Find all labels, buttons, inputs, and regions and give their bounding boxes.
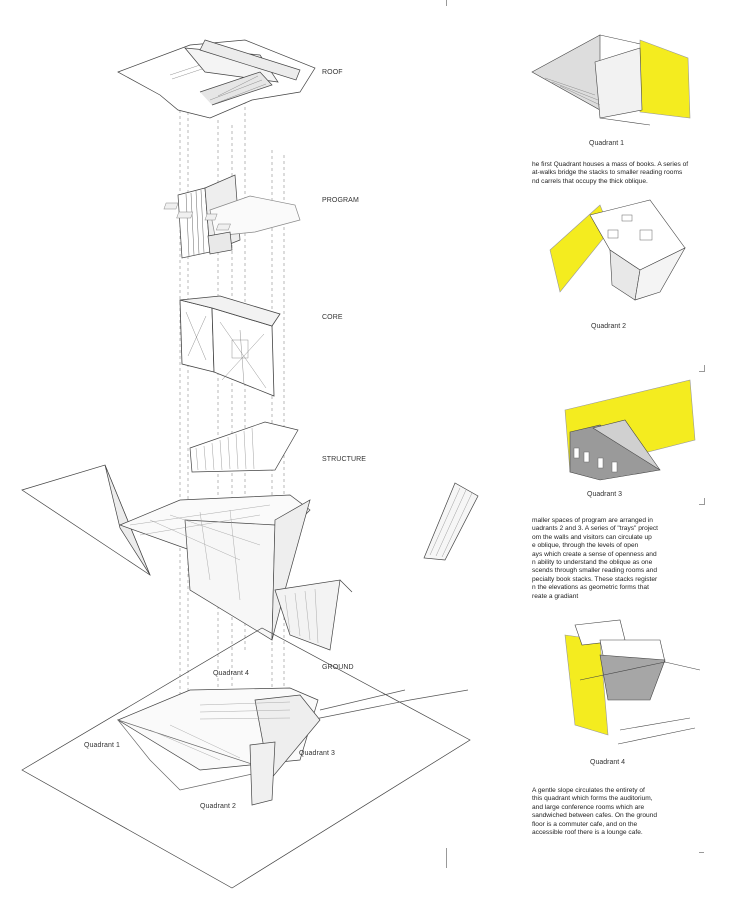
paragraph-line: n the elevations as geometric forms that [532, 584, 649, 592]
paragraph-line: ays which create a sense of openness and [532, 550, 657, 558]
paragraph-line: scends through smaller reading rooms and [532, 567, 657, 575]
label-ground: GROUND [322, 664, 354, 671]
caption-quadrant-2: Quadrant 2 [591, 323, 627, 330]
quadrant-1-sketch [531, 34, 691, 126]
paragraph-quadrants-2-3: maller spaces of program are arranged in… [532, 517, 658, 601]
quadrant-4-sketch [564, 619, 701, 745]
roof-layer [117, 39, 316, 119]
quadrant-3-sketch [564, 379, 696, 481]
label-structure: STRUCTURE [322, 456, 367, 463]
plan-label-quadrant-3: Quadrant 3 [299, 750, 336, 757]
paragraph-line: accessible roof there is a lounge cafe. [532, 829, 643, 837]
paragraph-line: uadrants 2 and 3. A series of "trays" pr… [532, 525, 659, 533]
paragraph-line: pecialty book stacks. These stacks regis… [532, 575, 658, 583]
paragraph-line: and large conference rooms which are [532, 803, 645, 811]
label-roof: ROOF [322, 69, 343, 76]
frame-mark-bottom [446, 848, 447, 868]
frame-mark-right-1 [699, 365, 705, 372]
quadrant-2-sketch [549, 199, 686, 301]
paragraph-line: this quadrant which forms the auditorium… [532, 795, 653, 803]
plan-label-quadrant-2: Quadrant 2 [200, 803, 237, 810]
paragraph-line: sandwiched between cafes. On the ground [532, 812, 657, 820]
core-layer [179, 295, 281, 397]
paragraph-quadrant-1: he first Quadrant houses a mass of books… [532, 161, 688, 186]
caption-quadrant-3: Quadrant 3 [587, 491, 623, 498]
paragraph-line: A gentle slope circulates the entirety o… [532, 787, 645, 794]
paragraph-line: floor is a commuter cafe, and on the [532, 820, 638, 828]
frame-mark-top [446, 0, 447, 6]
paragraph-line: at-walks bridge the stacks to smaller re… [532, 169, 683, 177]
plan-label-quadrant-1: Quadrant 1 [84, 742, 121, 749]
plan-label-quadrant-4: Quadrant 4 [213, 670, 250, 677]
paragraph-line: om the walls and visitors can circulate … [532, 533, 652, 541]
caption-quadrant-1: Quadrant 1 [589, 140, 625, 147]
paragraph-line: maller spaces of program are arranged in [532, 517, 653, 524]
structure-layer [189, 421, 299, 473]
frame-mark-right-3 [699, 852, 704, 854]
program-layer [163, 174, 301, 259]
structural-assembly [21, 464, 479, 651]
frame-mark-right-2 [699, 498, 705, 505]
label-core: CORE [322, 314, 343, 321]
paragraph-line: e oblique, through the levels of open [532, 542, 639, 550]
label-program: PROGRAM [322, 197, 359, 204]
paragraph-line: n ability to understand the oblique as o… [532, 559, 653, 567]
paragraph-line: reate a gradiant [532, 592, 579, 600]
caption-quadrant-4: Quadrant 4 [590, 759, 626, 766]
paragraph-line: he first Quadrant houses a mass of books… [532, 161, 689, 168]
paragraph-quadrant-4: A gentle slope circulates the entirety o… [532, 787, 657, 837]
ground-plane [21, 627, 471, 889]
paragraph-line: nd carrels that occupy the thick oblique… [532, 177, 648, 185]
